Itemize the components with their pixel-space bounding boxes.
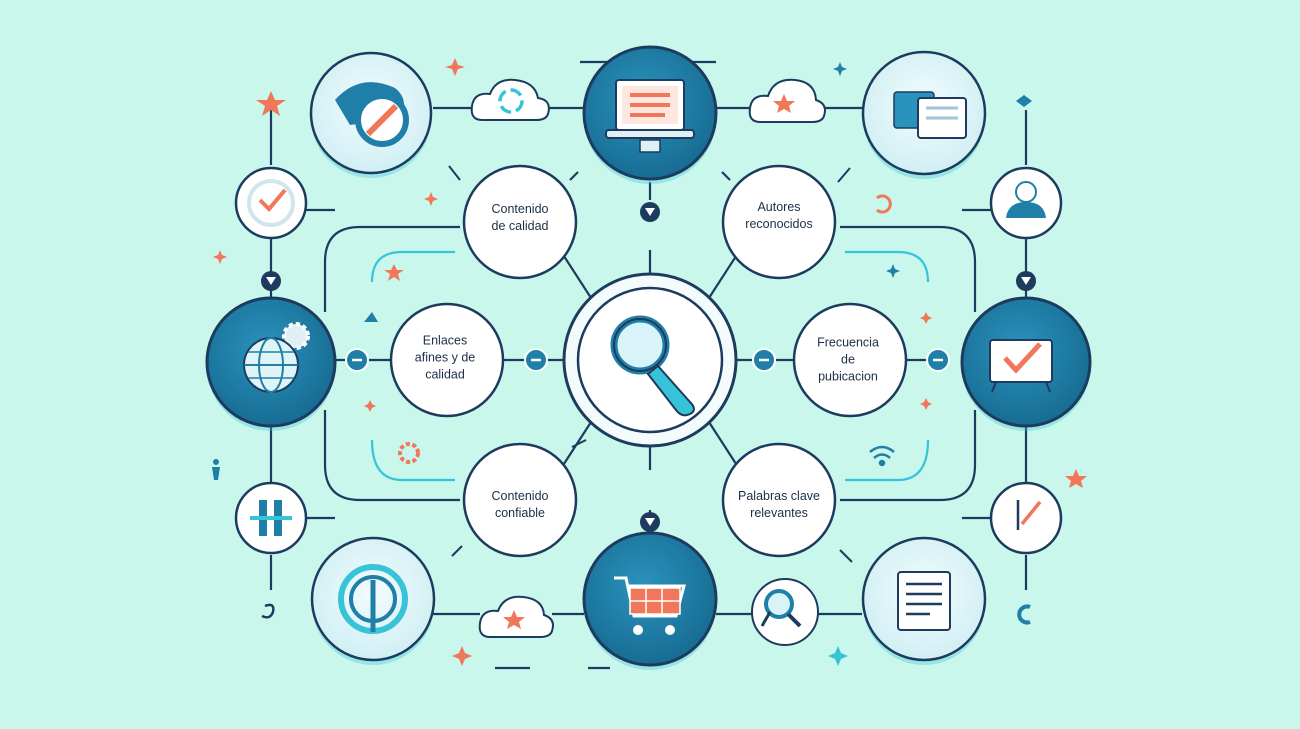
- sync-icon: [498, 88, 524, 114]
- concept-circle-enlaces: [389, 302, 505, 418]
- concept-label-confiable: Contenido confiable: [491, 489, 549, 520]
- decorations: [212, 58, 1087, 666]
- star-icon: [503, 610, 525, 629]
- link-connector-3: [752, 348, 776, 372]
- arrow-decoration-icon: [839, 549, 853, 563]
- globe-gear-node: [205, 296, 337, 431]
- refresh-node: [310, 536, 436, 665]
- globe-blocked-icon: [335, 82, 409, 147]
- checkbox-board-node: [960, 296, 1092, 431]
- arrow-decoration-icon: [451, 545, 463, 557]
- server-icon: [250, 500, 292, 536]
- sparkle-decoration-icon: [364, 400, 376, 412]
- link-connectors: [261, 202, 1036, 532]
- left-column-nodes: [205, 166, 337, 555]
- checkmark-icon: [1020, 500, 1042, 526]
- refresh-decoration-icon: [876, 194, 892, 214]
- arrow-decoration-icon: [448, 165, 461, 181]
- sparkle-decoration-icon: [445, 58, 465, 76]
- concept-circle-palabras: [721, 442, 837, 558]
- top-row-nodes: [309, 45, 987, 184]
- sparkle-decoration-icon: [213, 250, 227, 264]
- gear-decoration-icon: [398, 442, 420, 464]
- wifi-decoration-icon: [869, 445, 895, 467]
- concept-circles: [389, 164, 908, 558]
- documents-node: [861, 50, 987, 179]
- pin-marker-left: [261, 271, 281, 291]
- concept-label-enlaces: Enlaces afines y de calidad: [414, 333, 476, 382]
- bottom-row-nodes: [310, 531, 987, 670]
- cloud-star-node: [748, 78, 826, 123]
- concept-label-autores: Autores reconocidos: [745, 200, 813, 231]
- sparkle-decoration-icon: [886, 264, 900, 278]
- document-list-icon: [897, 571, 951, 631]
- link-connector-4: [926, 348, 950, 372]
- cloud-sync-node: [470, 78, 550, 121]
- user-icon: [1006, 181, 1046, 218]
- check-right-node: [989, 481, 1063, 555]
- checkmark-icon: [1003, 342, 1042, 374]
- star-decoration-icon: [1065, 469, 1087, 488]
- sparkle-decoration-icon: [424, 192, 438, 206]
- magnifier-icon: [610, 315, 695, 417]
- checkmark-left-node: [234, 166, 308, 240]
- sparkle-decoration-icon: [833, 62, 847, 76]
- pin-marker-top: [640, 202, 660, 222]
- globe-gear-icon: [243, 322, 310, 393]
- diamond-decoration-icon: [1016, 95, 1032, 107]
- document-list-node: [861, 536, 987, 665]
- search-bottom-node: [751, 578, 819, 646]
- documents-icon: [893, 91, 967, 139]
- right-column-nodes: [960, 166, 1092, 555]
- star-decoration-icon: [384, 264, 404, 281]
- link-connector-2: [524, 348, 548, 372]
- globe-blocked-node: [309, 51, 433, 178]
- star-icon: [773, 94, 795, 113]
- triangle-decoration-icon: [364, 312, 378, 322]
- sparkle-decoration-icon: [920, 398, 932, 410]
- pin-marker-bottom: [640, 512, 660, 532]
- arrow-decoration-icon: [837, 167, 851, 183]
- checkbox-board-icon: [989, 339, 1053, 393]
- central-search-hub: [562, 272, 738, 448]
- sparkle-decoration-icon: [452, 646, 472, 666]
- person-decoration-icon: [212, 459, 220, 480]
- small-magnifier-icon: [760, 589, 802, 628]
- scribble-decoration-icon: [261, 603, 275, 619]
- concept-circle-contenido-calidad: [462, 164, 578, 280]
- concept-label-frecuencia: Frecuencia de pubicacion: [817, 335, 879, 384]
- laptop-icon: [605, 79, 695, 153]
- refresh-icon: [338, 564, 408, 634]
- pin-marker-right: [1016, 271, 1036, 291]
- concept-label-contenido-calidad: Contenido de calidad: [491, 202, 549, 233]
- concept-label-palabras: Palabras clave relevantes: [738, 489, 820, 520]
- link-connector-1: [345, 348, 369, 372]
- arc-decoration-icon: [1017, 604, 1031, 625]
- cart-node: [582, 531, 718, 670]
- checkmark-icon: [258, 188, 287, 212]
- sparkle-decoration-icon: [828, 646, 848, 666]
- shopping-cart-icon: [614, 576, 686, 635]
- concept-circle-autores: [721, 164, 837, 280]
- server-node: [234, 481, 308, 555]
- inner-curves: [370, 250, 930, 482]
- star-decoration-icon: [256, 91, 286, 116]
- sparkle-decoration-icon: [920, 312, 932, 324]
- concept-circle-confiable: [462, 442, 578, 558]
- user-node: [989, 166, 1063, 240]
- concept-circle-frecuencia: [792, 302, 908, 418]
- cloud-star-bottom-node: [478, 595, 554, 638]
- laptop-node: [582, 45, 718, 184]
